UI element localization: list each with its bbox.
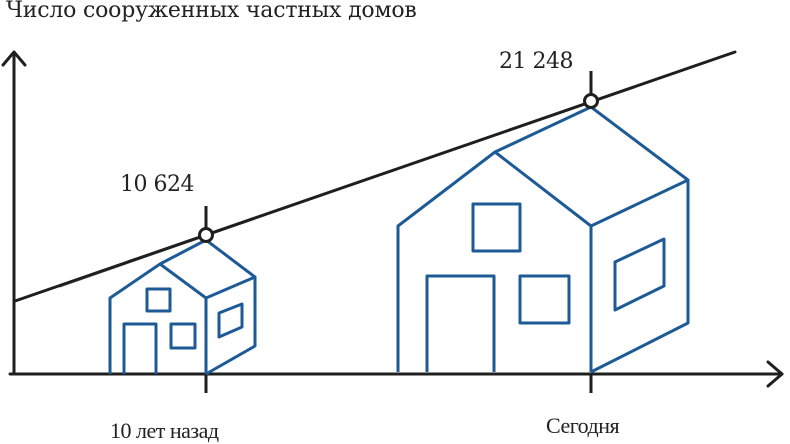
x-tick-label-today: Сегодня <box>546 413 620 438</box>
data-label-today: 21 248 <box>499 49 573 74</box>
data-label-10-years-ago: 10 624 <box>120 172 194 197</box>
data-point-2 <box>583 71 599 109</box>
x-tick-label-10-years-ago: 10 лет назад <box>110 418 219 443</box>
data-point-1 <box>198 206 214 243</box>
x-ticks <box>204 374 593 393</box>
house-large-icon <box>396 105 690 374</box>
chart-title: Число сооруженных частных домов <box>6 0 417 23</box>
x-axis <box>8 360 784 388</box>
y-axis <box>1 50 27 376</box>
house-small-icon <box>108 238 257 376</box>
